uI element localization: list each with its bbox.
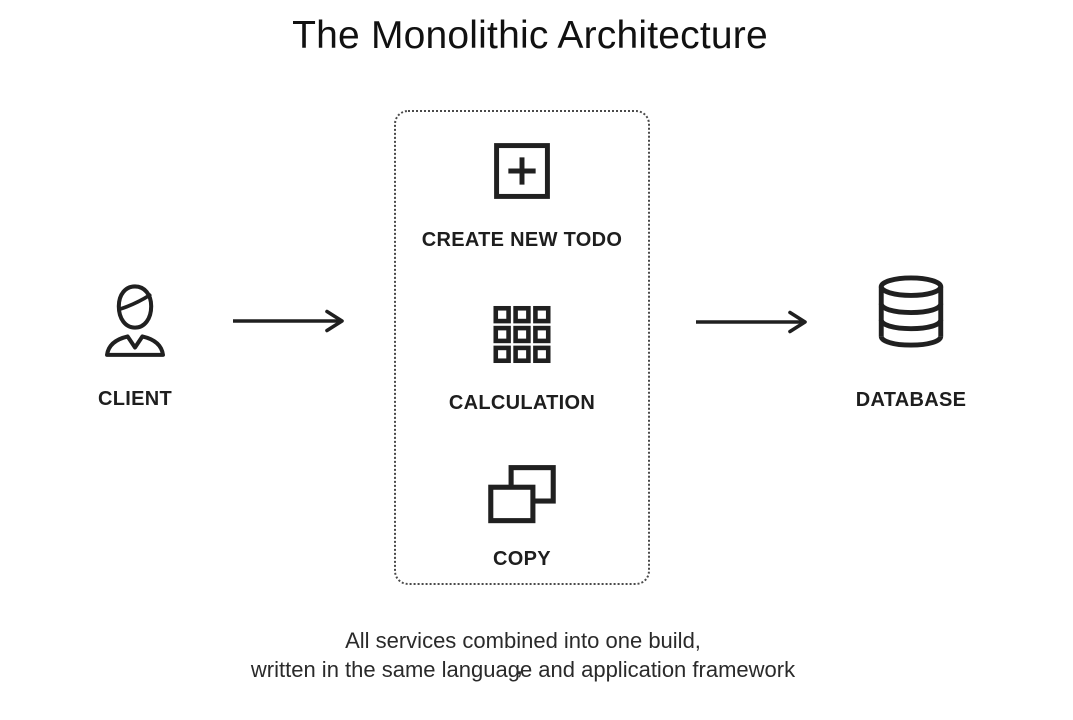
monolith-box: CREATE NEW TODO CALCULATION COPY <box>394 110 650 585</box>
caption-line-1: All services combined into one build, <box>345 628 701 653</box>
diagram-title: The Monolithic Architecture <box>292 14 768 57</box>
caption-line-2: written in the same language and applica… <box>250 657 796 682</box>
arrow-right-icon <box>694 309 810 335</box>
database-node: DATABASE <box>855 275 967 412</box>
caption: All services combined into one build, wr… <box>0 626 1046 684</box>
client-node: CLIENT <box>93 282 177 411</box>
plus-square-icon <box>491 139 553 203</box>
service-label-calculation: CALCULATION <box>448 392 596 414</box>
arrow-right-icon <box>231 308 347 334</box>
grid-icon <box>492 304 553 365</box>
client-label: CLIENT <box>97 388 173 410</box>
person-icon <box>93 282 177 360</box>
database-icon <box>855 275 967 348</box>
database-label: DATABASE <box>855 389 967 411</box>
copy-icon <box>485 464 559 525</box>
service-label-copy: COPY <box>493 548 551 570</box>
service-label-create-new-todo: CREATE NEW TODO <box>421 229 623 251</box>
stray-comma-artifact: , <box>516 650 524 680</box>
